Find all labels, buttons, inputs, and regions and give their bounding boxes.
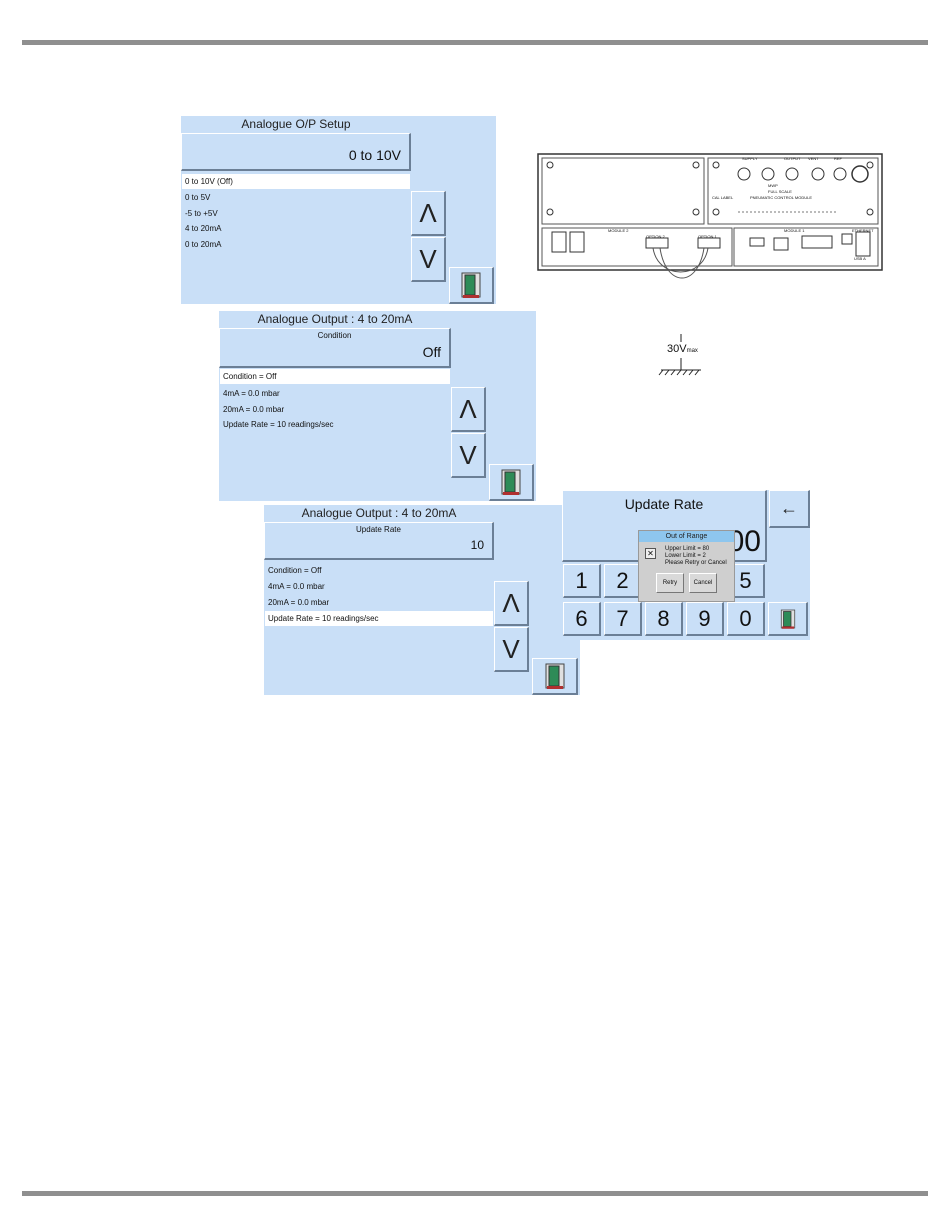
voltage-value: 30V	[667, 343, 687, 355]
value-text: 10	[470, 538, 484, 552]
dialog-title: Out of Range	[639, 531, 734, 542]
top-rule	[22, 40, 928, 45]
exit-button[interactable]	[489, 464, 534, 501]
key-6[interactable]: 6	[563, 602, 601, 636]
error-icon: ✕	[645, 548, 656, 559]
label-usb-a: USB A	[854, 256, 866, 261]
screen-title: Analogue Output : 4 to 20mA	[301, 506, 457, 520]
list-item[interactable]: Update Rate = 10 readings/sec	[265, 611, 493, 626]
value-label: Update Rate	[356, 525, 401, 534]
label-pneumatic-module: PNEUMATIC CONTROL MODULE	[750, 195, 813, 200]
ground-symbol: 30Vmax	[655, 332, 715, 377]
list-item[interactable]: -5 to +5V	[185, 209, 218, 218]
label-option-1: OPTION 1	[698, 234, 717, 239]
backspace-button[interactable]: ←	[769, 490, 810, 528]
out-of-range-dialog: Out of Range ✕ Upper Limit = 80 Lower Li…	[638, 530, 735, 602]
scroll-down-button[interactable]: V	[451, 433, 486, 478]
screen-title: Analogue Output : 4 to 20mA	[257, 312, 413, 326]
keypad-title: Update Rate	[624, 496, 704, 512]
label-module-1: MODULE 1	[784, 228, 805, 233]
dialog-lower-limit: Lower Limit = 2	[665, 553, 706, 559]
screen-title: Analogue O/P Setup	[241, 117, 351, 131]
key-7[interactable]: 7	[604, 602, 642, 636]
label-output: OUTPUT	[784, 156, 801, 161]
label-cal-label: CAL LABEL	[712, 195, 734, 200]
list-item[interactable]: 4 to 20mA	[185, 224, 222, 233]
key-9[interactable]: 9	[686, 602, 724, 636]
analogue-output-update-rate-screen: Analogue Output : 4 to 20mA Update Rate …	[264, 505, 580, 695]
value-text: 0 to 10V	[348, 147, 401, 163]
key-2[interactable]: 2	[604, 564, 642, 598]
rear-panel-drawing	[537, 153, 883, 279]
label-module-2: MODULE 2	[608, 228, 629, 233]
label-mwp: MWP	[768, 183, 778, 188]
list-item[interactable]: 4mA = 0.0 mbar	[223, 389, 280, 398]
value-label: Condition	[317, 331, 352, 340]
list-item[interactable]: 4mA = 0.0 mbar	[268, 582, 325, 591]
list-item[interactable]: 0 to 20mA	[185, 240, 222, 249]
label-vent: VENT	[808, 156, 819, 161]
dialog-upper-limit: Upper Limit = 80	[665, 546, 710, 552]
scroll-down-button[interactable]: V	[494, 627, 529, 672]
list-item[interactable]: Condition = Off	[220, 369, 450, 384]
analogue-output-condition-screen: Analogue Output : 4 to 20mA Condition Of…	[219, 311, 536, 501]
label-ref: REF	[834, 156, 842, 161]
voltage-label: 30Vmax	[667, 343, 698, 355]
key-0[interactable]: 0	[727, 602, 765, 636]
label-option-2: OPTION 2	[646, 234, 665, 239]
label-ethernet: ETHERNET	[852, 228, 874, 233]
analogue-op-setup-screen: Analogue O/P Setup 0 to 10V 0 to 10V (Of…	[181, 116, 496, 304]
scroll-up-button[interactable]: Λ	[411, 191, 446, 236]
update-rate-keypad-screen: Update Rate 00 ← 1 2 5 6 7 8 9 0 Out of …	[562, 490, 810, 640]
exit-button[interactable]	[449, 267, 494, 304]
exit-door-icon	[545, 663, 564, 689]
retry-button[interactable]: Retry	[656, 573, 684, 593]
key-8[interactable]: 8	[645, 602, 683, 636]
value-text: Off	[422, 344, 441, 360]
list-item[interactable]: 20mA = 0.0 mbar	[223, 405, 285, 414]
scroll-up-button[interactable]: Λ	[494, 581, 529, 626]
list-item[interactable]: Condition = Off	[268, 566, 322, 575]
value-display[interactable]: Condition Off	[219, 328, 451, 368]
key-1[interactable]: 1	[563, 564, 601, 598]
value-display[interactable]: Update Rate 10	[264, 522, 494, 560]
exit-door-icon	[501, 469, 521, 495]
exit-button[interactable]	[768, 602, 808, 636]
label-supply: SUPPLY	[742, 156, 758, 161]
scroll-up-button[interactable]: Λ	[451, 387, 486, 432]
rear-panel-diagram: SUPPLY OUTPUT VENT REF MWP FULL SCALE PN…	[528, 150, 888, 300]
exit-door-icon	[780, 609, 795, 629]
label-full-scale: FULL SCALE	[768, 189, 792, 194]
value-display[interactable]: 0 to 10V	[181, 133, 411, 171]
voltage-subscript: max	[686, 348, 698, 354]
list-item[interactable]: Update Rate = 10 readings/sec	[223, 420, 334, 429]
list-item[interactable]: 0 to 10V (Off)	[182, 174, 410, 189]
list-item[interactable]: 20mA = 0.0 mbar	[268, 598, 330, 607]
exit-door-icon	[461, 272, 481, 298]
dialog-message: Please Retry or Cancel	[665, 560, 727, 566]
ground-icon	[658, 334, 701, 376]
list-item[interactable]: 0 to 5V	[185, 193, 211, 202]
bottom-rule	[22, 1191, 928, 1196]
scroll-down-button[interactable]: V	[411, 237, 446, 282]
cancel-button[interactable]: Cancel	[689, 573, 717, 593]
exit-button[interactable]	[532, 658, 578, 695]
